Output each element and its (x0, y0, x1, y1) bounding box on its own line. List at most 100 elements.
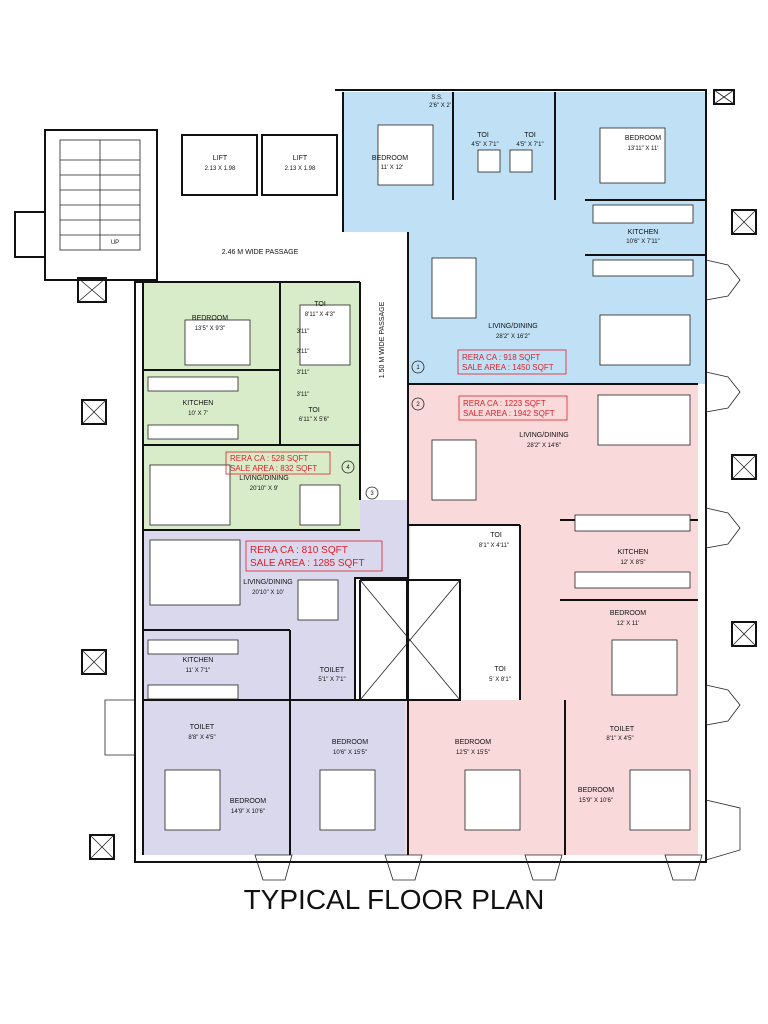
purple-toilet-2-size: 8'8" X 4'5" (188, 735, 215, 741)
pink-bedroom-3-label: BEDROOM (578, 787, 614, 794)
pink-toi-2-label: TOI (494, 666, 506, 673)
dining-table-icon (297, 579, 339, 621)
pink-bedroom-1-label: BEDROOM (610, 610, 646, 617)
blue-toi-2-size: 4'5" X 7'1" (516, 142, 543, 148)
kitchen-counter-icon (147, 639, 239, 655)
pink-rera-box (458, 395, 568, 421)
pink-unit-area (405, 384, 698, 855)
blue-toi-2-label: TOI (524, 132, 536, 139)
green-dim-2: 3'11" (297, 349, 310, 355)
vertical-passage-label: 1.50 M WIDE PASSAGE (379, 301, 386, 378)
pink-living-label: LIVING/DINING (519, 432, 568, 439)
lift-2-size: 2.13 X 1.98 (285, 166, 316, 172)
bay-windows (104, 259, 741, 881)
bed-icon (184, 319, 251, 366)
pink-bedroom-2-size: 12'5" X 15'5" (456, 750, 490, 756)
shower-icon (299, 304, 351, 366)
purple-toilet-1-label: TOILET (320, 667, 345, 674)
purple-kitchen-label: KITCHEN (183, 657, 214, 664)
green-unit-number: 4 (346, 465, 350, 471)
pink-toi-1-label: TOI (490, 532, 502, 539)
kitchen-counter-icon (147, 684, 239, 700)
dining-table-icon (431, 439, 477, 501)
blue-living-size: 28'2" X 16'2" (496, 334, 530, 340)
sofa-icon (149, 464, 231, 526)
blue-bedroom-2-label: BEDROOM (625, 135, 661, 142)
horizontal-passage-label: 2.46 M WIDE PASSAGE (222, 249, 299, 256)
lift-2-label: LIFT (293, 155, 308, 162)
kitchen-counter-icon (592, 259, 694, 277)
pink-toilet-label: TOILET (610, 726, 635, 733)
purple-bedroom-1-label: BEDROOM (230, 798, 266, 805)
kitchen-counter-icon (574, 571, 691, 589)
green-kitchen-label: KITCHEN (183, 400, 214, 407)
purple-bedroom-2-size: 10'6" X 15'5" (333, 750, 367, 756)
blue-rera-box (457, 349, 567, 375)
green-living-label: LIVING/DINING (239, 475, 288, 482)
purple-kitchen-size: 11' X 7'1" (186, 668, 211, 674)
pink-kitchen-label: KITCHEN (618, 549, 649, 556)
kitchen-counter-icon (147, 376, 239, 392)
wc-icon (477, 149, 501, 173)
pink-unit-number: 2 (416, 402, 420, 408)
purple-rera-ca: RERA CA : 810 SQFT (250, 545, 348, 556)
pink-toi-2-size: 5' X 8'1" (489, 677, 511, 683)
pink-bedroom-1-size: 12' X 11' (617, 621, 640, 627)
stair-treads (60, 159, 140, 236)
blue-sale-area: SALE AREA : 1450 SQFT (462, 363, 554, 372)
green-toi-2-size: 6'11" X 5'6" (299, 417, 329, 423)
lift-2 (261, 134, 338, 196)
bed-icon (377, 124, 434, 186)
bed-icon (599, 127, 666, 184)
purple-rera-box (245, 540, 383, 572)
green-unit: BEDROOM 13'5" X 9'3" TOI 8'11" X 4'3" 3'… (183, 301, 355, 492)
green-dim-1: 3'11" (297, 329, 310, 335)
shaft (354, 577, 408, 701)
pink-unit: RERA CA : 1223 SQFT SALE AREA : 1942 SQF… (411, 395, 649, 804)
pink-kitchen-size: 12' X 8'5" (620, 560, 645, 566)
lift-1-size: 2.13 X 1.98 (205, 166, 236, 172)
sofa-icon (149, 539, 241, 606)
green-unit-marker (341, 460, 355, 474)
blue-kitchen-size: 10'6" X 7'11" (626, 239, 659, 245)
blue-unit-number: 1 (416, 365, 420, 371)
lift-1-label: LIFT (213, 155, 228, 162)
bed-icon (319, 769, 376, 831)
dining-table-icon (431, 257, 477, 319)
purple-sale-area: SALE AREA : 1285 SQFT (250, 558, 365, 569)
stair-up-label: UP (111, 240, 119, 246)
purple-living-label: LIVING/DINING (243, 579, 292, 586)
bed-icon (164, 769, 221, 831)
lift-1 (181, 134, 258, 196)
purple-toilet-2-label: TOILET (190, 724, 215, 731)
dining-table-icon (299, 484, 341, 526)
green-toi-1-label: TOI (314, 301, 326, 308)
purple-unit: RERA CA : 810 SQFT SALE AREA : 1285 SQFT… (183, 486, 383, 815)
blue-bedroom-1-label: BEDROOM (372, 155, 408, 162)
green-rera-ca: RERA CA : 528 SQFT (230, 454, 308, 463)
wc-icon (509, 149, 533, 173)
blue-rera-ca: RERA CA : 918 SQFT (462, 353, 540, 362)
sofa-icon (599, 314, 691, 366)
pink-bedroom-2-label: BEDROOM (455, 739, 491, 746)
blue-unit-marker (411, 360, 425, 374)
pink-toi-1-size: 8'1" X 4'11" (479, 543, 509, 549)
plan-title: TYPICAL FLOOR PLAN (244, 884, 545, 915)
blue-kitchen-label: KITCHEN (628, 229, 659, 236)
green-kitchen-size: 10' X 7' (188, 411, 208, 417)
blue-toi-1-size: 4'5" X 7'1" (471, 142, 498, 148)
purple-living-size: 20'10" X 10' (252, 590, 284, 596)
ss-size: 2'6" X 2' (429, 103, 451, 109)
green-toi-2-label: TOI (308, 407, 320, 414)
kitchen-counter-icon (592, 204, 694, 224)
bed-icon (629, 769, 691, 831)
purple-unit-marker (365, 486, 379, 500)
purple-toilet-1-size: 5'1" X 7'1" (318, 677, 345, 683)
kitchen-counter-icon (574, 514, 691, 532)
ducts (81, 89, 757, 860)
green-bedroom-label: BEDROOM (192, 315, 228, 322)
pink-toilet-size: 8'1" X 4'5" (606, 736, 633, 742)
furniture (147, 124, 694, 831)
purple-bedroom-1-size: 14'9" X 10'6" (231, 809, 265, 815)
green-toi-1-size: 8'11" X 4'3" (305, 312, 335, 318)
